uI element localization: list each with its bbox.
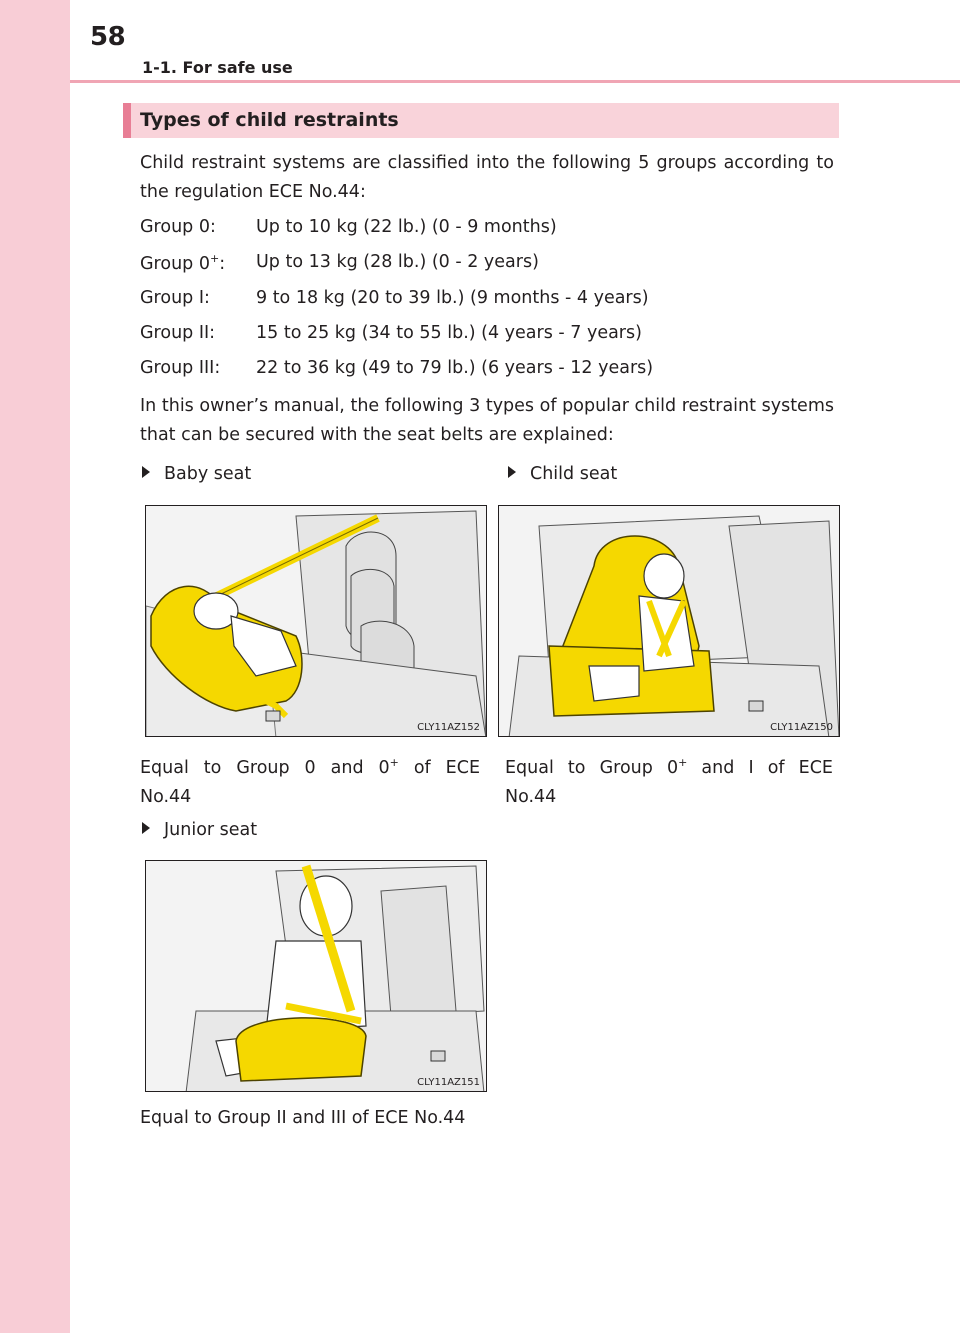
child-seat-illustration: CLY11AZ150	[498, 505, 840, 737]
group-value: Up to 10 kg (22 lb.) (0 - 9 months)	[256, 217, 557, 237]
figure-code: CLY11AZ150	[770, 722, 833, 733]
figure-code: CLY11AZ151	[417, 1077, 480, 1088]
group-label: Group II:	[140, 323, 216, 343]
section-title: Types of child restraints	[140, 109, 399, 131]
junior-seat-caption: Junior seat	[142, 816, 257, 845]
group-value: 9 to 18 kg (20 to 39 lb.) (9 months - 4 …	[256, 288, 649, 308]
group-label: Group III:	[140, 358, 221, 378]
child-seat-description: Equal to Group 0+ and I of ECE No.44	[505, 756, 833, 807]
intro-paragraph: Child restraint systems are classified i…	[140, 153, 834, 202]
triangle-right-icon	[508, 466, 516, 478]
header-rule	[70, 80, 960, 83]
baby-seat-illustration: CLY11AZ152	[145, 505, 487, 737]
group-value: 22 to 36 kg (49 to 79 lb.) (6 years - 12…	[256, 358, 654, 378]
section-path: 1-1. For safe use	[142, 58, 293, 77]
figure-code: CLY11AZ152	[417, 722, 480, 733]
group-label: Group 0+:	[140, 252, 226, 274]
side-strip	[0, 0, 70, 1333]
group-label: Group I:	[140, 288, 210, 308]
child-seat-caption: Child seat	[508, 460, 617, 489]
group-value: 15 to 25 kg (34 to 55 lb.) (4 years - 7 …	[256, 323, 642, 343]
triangle-right-icon	[142, 466, 150, 478]
baby-seat-description: Equal to Group 0 and 0+ of ECE No.44	[140, 756, 481, 807]
baby-seat-caption: Baby seat	[142, 460, 251, 489]
group-value: Up to 13 kg (28 lb.) (0 - 2 years)	[256, 252, 539, 272]
junior-seat-illustration: CLY11AZ151	[145, 860, 487, 1092]
junior-seat-description: Equal to Group II and III of ECE No.44	[140, 1108, 466, 1128]
triangle-right-icon	[142, 822, 150, 834]
section-title-bar: Types of child restraints	[123, 103, 839, 138]
explain-paragraph: In this owner’s manual, the following 3 …	[140, 396, 834, 445]
page-number: 58	[90, 22, 126, 52]
group-label: Group 0:	[140, 217, 216, 237]
title-accent	[123, 103, 131, 138]
